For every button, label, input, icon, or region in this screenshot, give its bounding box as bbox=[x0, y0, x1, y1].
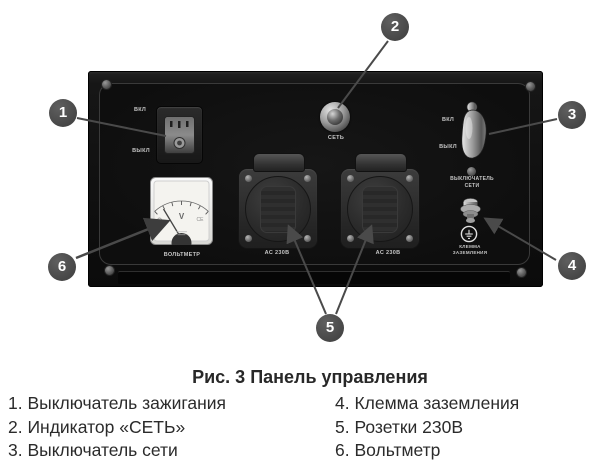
socket-left-face bbox=[245, 176, 311, 242]
socket-left-label: AC 230В bbox=[264, 250, 290, 256]
voltmeter: V CE bbox=[150, 177, 213, 245]
figure-caption: Рис. 3 Панель управления bbox=[192, 367, 428, 387]
socket-right-cover-flap bbox=[355, 153, 407, 172]
callout-6: 6 bbox=[48, 253, 76, 281]
panel-screw-top-left bbox=[101, 79, 112, 90]
net-switch-toggle bbox=[461, 101, 487, 159]
legend-item-4: 4. Клемма заземления bbox=[335, 393, 520, 413]
socket-right-face bbox=[347, 176, 413, 242]
control-panel-photo: ВКЛ ВЫКЛ bbox=[88, 71, 543, 287]
net-switch-screw bbox=[467, 167, 476, 176]
callout-5: 5 bbox=[316, 314, 344, 342]
voltmeter-unit-label: V bbox=[179, 212, 185, 221]
legend-list-right: 4. Клемма заземления 5. Розетки 230В 6. … bbox=[335, 392, 519, 463]
legend-item-5: 5. Розетки 230В bbox=[335, 416, 464, 437]
socket-screw bbox=[406, 175, 413, 182]
socket-left bbox=[238, 153, 318, 249]
socket-left-emboss bbox=[260, 186, 296, 233]
socket-right-label: AC 230В bbox=[375, 250, 401, 256]
socket-left-cover-flap bbox=[253, 153, 305, 172]
callout-3: 3 bbox=[558, 101, 586, 129]
ignition-on-label: ВКЛ bbox=[133, 107, 147, 113]
voltmeter-ce-mark: CE bbox=[197, 217, 205, 223]
socket-screw bbox=[245, 235, 252, 242]
ground-caption-line1: КЛЕММА bbox=[459, 244, 481, 249]
panel-vent-slot bbox=[118, 271, 510, 284]
ground-symbol-icon bbox=[460, 225, 478, 243]
callout-1: 1 bbox=[49, 99, 77, 127]
power-indicator-lamp bbox=[320, 102, 350, 132]
ground-caption-line2: ЗАЗЕМЛЕНИЯ bbox=[452, 250, 488, 255]
net-switch-caption-line1: ВЫКЛЮЧАТЕЛЬ bbox=[450, 176, 494, 182]
ground-terminal-bolt bbox=[460, 198, 481, 223]
socket-right-emboss bbox=[362, 186, 398, 233]
net-switch-on-label: ВКЛ bbox=[441, 117, 455, 123]
ignition-off-label: ВЫКЛ bbox=[132, 148, 150, 154]
ignition-rocker bbox=[164, 116, 195, 154]
ignition-switch bbox=[156, 106, 203, 164]
net-switch-off-label: ВЫКЛ bbox=[439, 144, 457, 150]
socket-right bbox=[340, 153, 420, 249]
socket-screw bbox=[347, 175, 354, 182]
power-indicator-lens bbox=[327, 109, 343, 125]
socket-screw bbox=[406, 235, 413, 242]
legend-item-2: 2. Индикатор «СЕТЬ» bbox=[8, 416, 186, 437]
callout-2: 2 bbox=[381, 13, 409, 41]
power-indicator-label: СЕТЬ bbox=[327, 135, 345, 141]
legend-item-1: 1. Выключатель зажигания bbox=[8, 393, 227, 413]
net-switch-caption-line2: СЕТИ bbox=[464, 183, 480, 189]
socket-screw bbox=[304, 175, 311, 182]
panel-screw-top-right bbox=[525, 81, 536, 92]
legend-item-6: 6. Вольтметр bbox=[335, 440, 441, 460]
legend-item-3: 3. Выключатель сети bbox=[8, 440, 178, 460]
socket-screw bbox=[304, 235, 311, 242]
voltmeter-caption: ВОЛЬТМЕТР bbox=[163, 252, 201, 258]
socket-screw bbox=[347, 235, 354, 242]
panel-screw-bottom-left bbox=[104, 265, 115, 276]
socket-screw bbox=[245, 175, 252, 182]
callout-4: 4 bbox=[558, 252, 586, 280]
legend-list-left: 1. Выключатель зажигания 2. Индикатор «С… bbox=[8, 392, 226, 463]
panel-screw-bottom-right bbox=[516, 267, 527, 278]
